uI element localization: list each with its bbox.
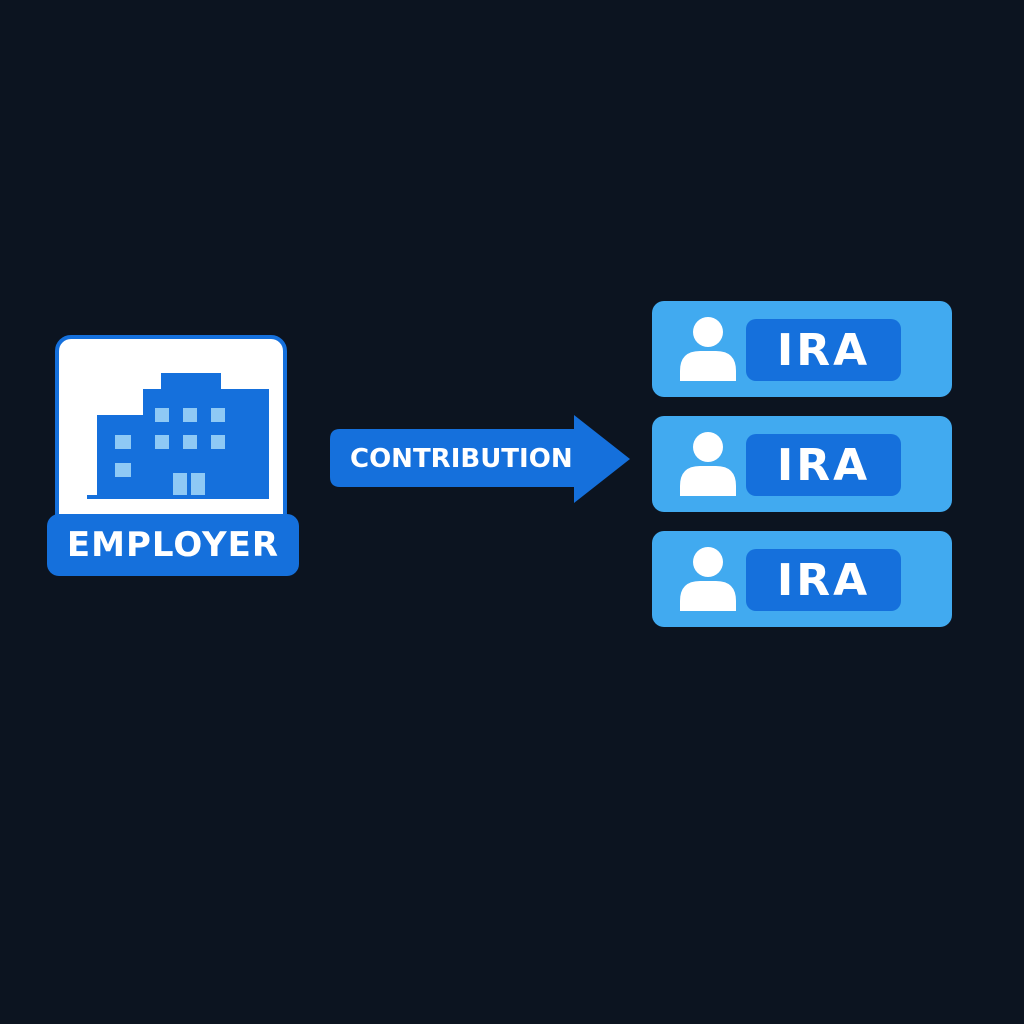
person-icon <box>680 547 736 611</box>
ira-account-card: IRA <box>652 531 952 627</box>
ira-label: IRA <box>746 434 901 496</box>
person-icon <box>680 432 736 496</box>
ira-label: IRA <box>746 319 901 381</box>
building-icon <box>87 373 269 499</box>
contribution-label: CONTRIBUTION <box>350 444 573 474</box>
employer-label: EMPLOYER <box>47 514 299 576</box>
ira-label: IRA <box>746 549 901 611</box>
ira-account-card: IRA <box>652 301 952 397</box>
person-icon <box>680 317 736 381</box>
right-arrow-icon <box>330 415 630 503</box>
ira-account-card: IRA <box>652 416 952 512</box>
employer-card <box>55 335 287 535</box>
